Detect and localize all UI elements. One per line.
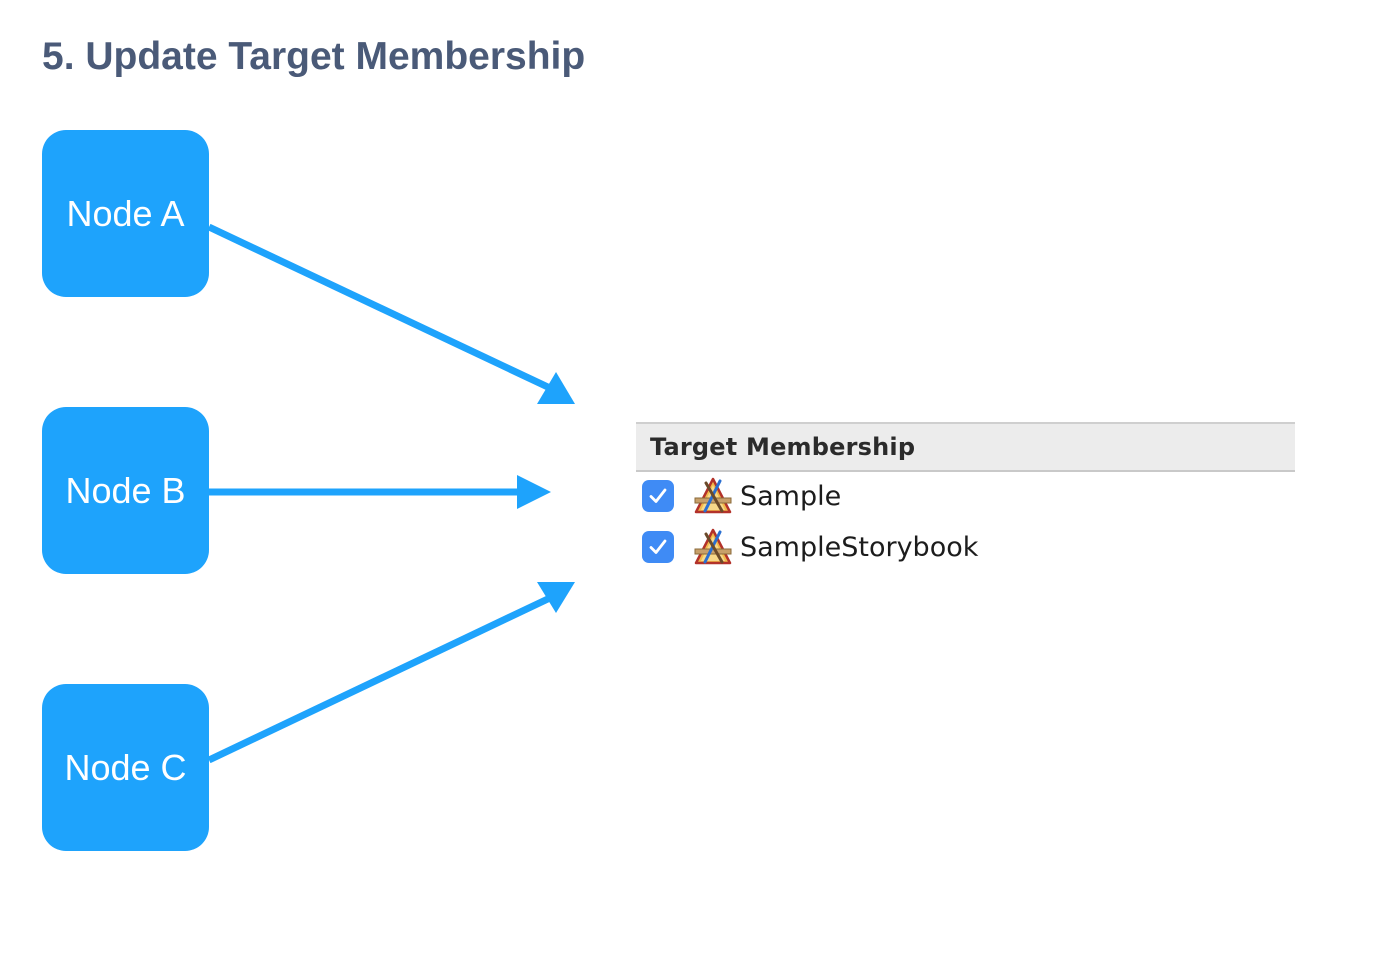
node-a-label: Node A: [66, 192, 185, 234]
target-row-sample[interactable]: Sample: [642, 476, 841, 516]
node-c-label: Node C: [64, 746, 187, 788]
arrow-node-b: [209, 475, 551, 509]
node-a: Node A: [42, 130, 209, 297]
target-checkbox-sample[interactable]: [642, 480, 674, 512]
arrow-node-c: [207, 582, 575, 764]
arrow-node-a: [207, 223, 575, 404]
target-membership-panel: Target Membership Sample: [636, 422, 1296, 582]
target-name-sample: Sample: [740, 480, 842, 512]
target-membership-header-label: Target Membership: [650, 433, 916, 461]
node-b: Node B: [42, 407, 209, 574]
xcode-app-icon: [694, 528, 732, 565]
target-checkbox-samplestorybook[interactable]: [642, 531, 674, 563]
node-b-label: Node B: [65, 469, 186, 511]
node-c: Node C: [42, 684, 209, 851]
target-row-samplestorybook[interactable]: SampleStorybook: [642, 527, 978, 567]
page-title: 5. Update Target Membership: [42, 35, 586, 78]
xcode-app-icon: [694, 477, 732, 514]
checkmark-icon: [649, 488, 667, 503]
checkmark-icon: [649, 539, 667, 554]
target-membership-header: Target Membership: [636, 422, 1295, 472]
target-name-samplestorybook: SampleStorybook: [740, 531, 979, 563]
